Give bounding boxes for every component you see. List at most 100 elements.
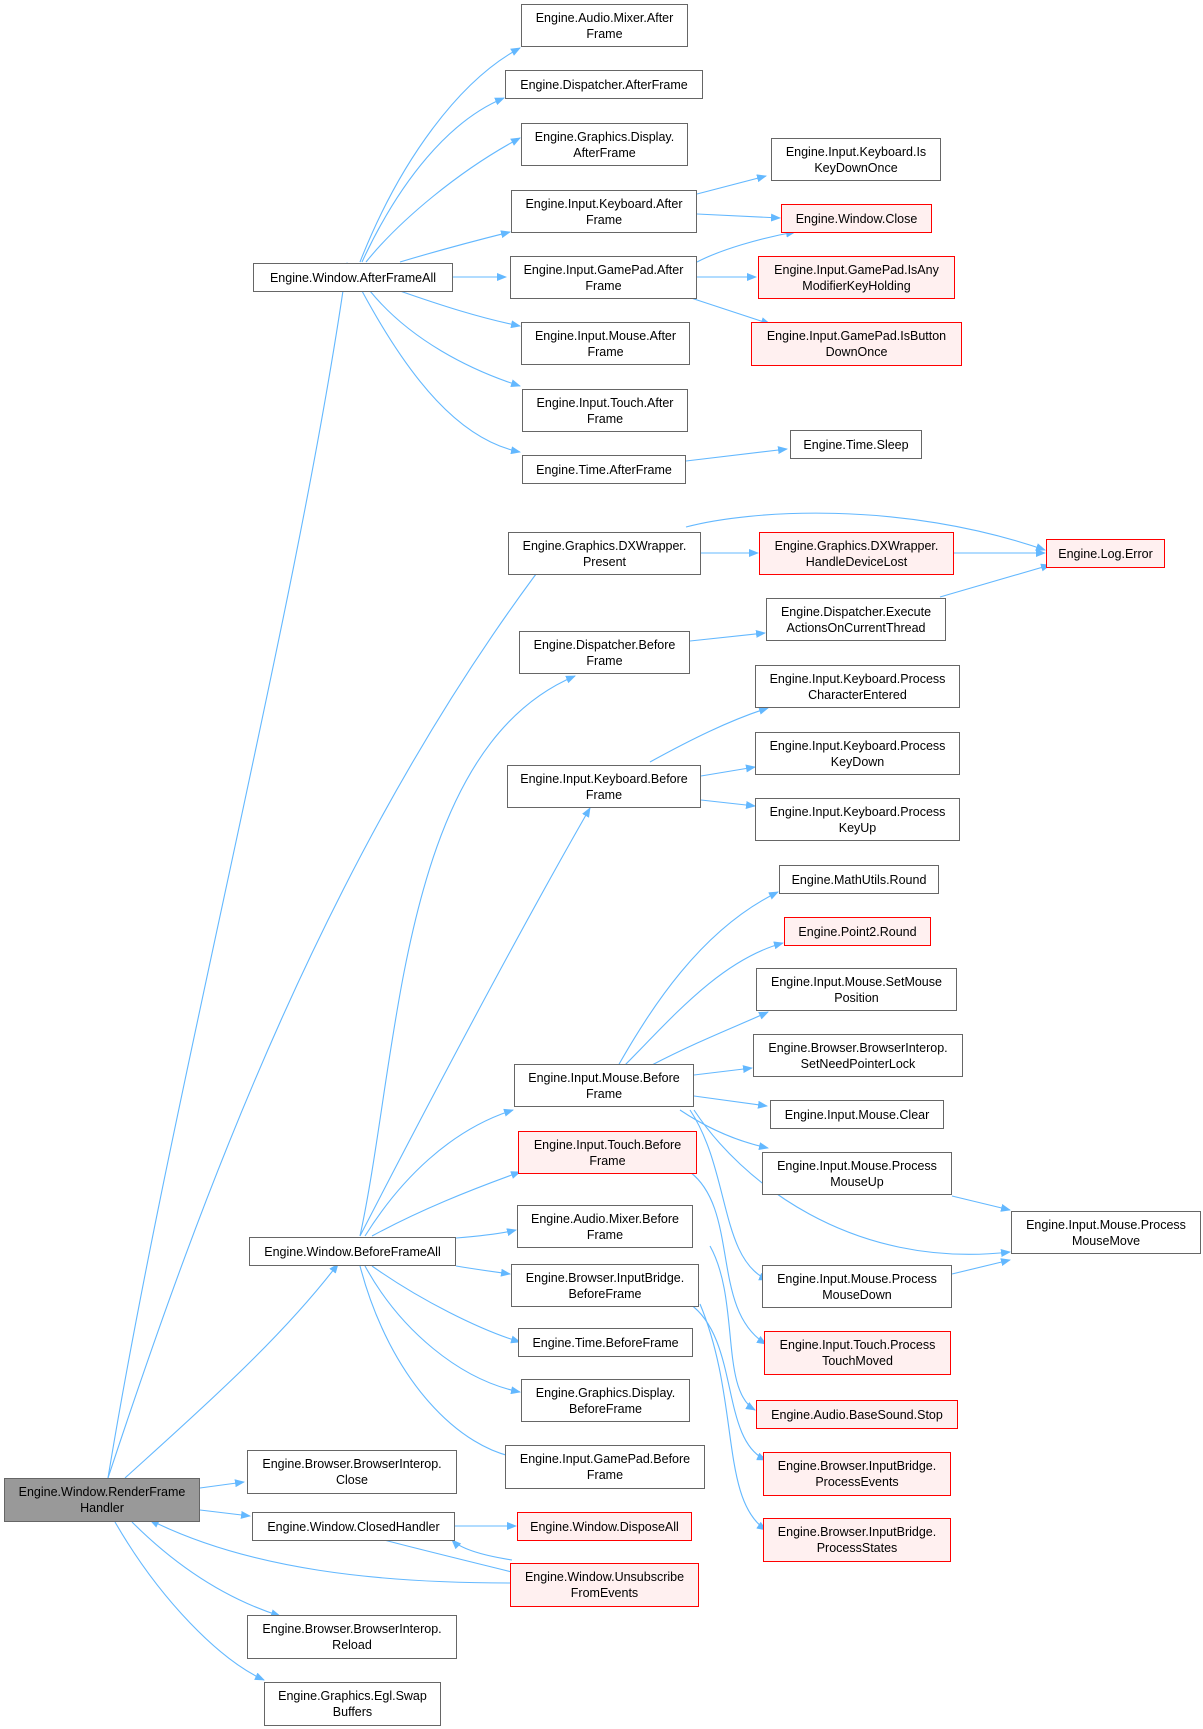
edge-beforeAll-gdBefore [364,1265,521,1395]
node-dispatcher-after-frame[interactable]: Engine.Dispatcher.AfterFrame [505,70,703,99]
edge-afterAll-timeAfter [361,290,521,455]
node-inputbridge-process-events[interactable]: Engine.Browser.InputBridge.ProcessEvents [763,1452,951,1496]
edge-mouseBefore-point2Round [623,941,784,1067]
edge-unsub-closed [451,1539,513,1561]
edge-dxPresent-logError [685,512,1046,551]
node-window-after-frame-all[interactable]: Engine.Window.AfterFrameAll [253,263,453,292]
edge-dispBefore-exec [689,629,766,642]
edge-afterAll-gdAfter [365,137,521,263]
edge-gpAfter-buttonDown [687,296,771,325]
node-basesound-stop[interactable]: Engine.Audio.BaseSound.Stop [756,1400,958,1429]
edge-afterAll-mouseAfter [399,290,521,329]
node-dxwrapper-present[interactable]: Engine.Graphics.DXWrapper.Present [508,532,701,575]
node-window-closed-handler[interactable]: Engine.Window.ClosedHandler [252,1512,455,1541]
edge-beforeAll-timeBefore [371,1265,521,1344]
node-browserinterop-close[interactable]: Engine.Browser.BrowserInterop.Close [247,1450,457,1494]
edge-afterAll-touchAfter [369,290,521,388]
edge-mouseBefore-setPos [649,1011,769,1067]
edge-beforeAll-gpBefore [359,1265,521,1461]
node-time-sleep[interactable]: Engine.Time.Sleep [790,430,922,459]
edge-kbBefore-keyUp [700,799,756,809]
edge-afterAll-mixerAfter [359,47,521,263]
edge-mouseBefore-procUp [679,1109,769,1151]
edge-root-closedHandler [199,1509,251,1519]
edge-beforeAll-ibBefore [455,1265,511,1277]
edge-root-eglSwap [114,1521,265,1681]
node-window-before-frame-all[interactable]: Engine.Window.BeforeFrameAll [249,1237,456,1266]
node-time-before-frame[interactable]: Engine.Time.BeforeFrame [518,1328,693,1357]
edge-ibBefore-procStates [699,1303,767,1531]
edge-mouseBefore-clear [693,1095,768,1109]
edge-closed-unsub [383,1539,521,1576]
node-log-error[interactable]: Engine.Log.Error [1046,539,1165,568]
edge-ibBefore-procEvents [689,1303,767,1461]
edge-gpAfter-winClose [696,229,796,263]
edge-beforeAll-kbBefore [359,807,591,1237]
edge-timeAfter-sleep [685,446,788,462]
node-browserinterop-set-need-pointer-lock[interactable]: Engine.Browser.BrowserInterop.SetNeedPoi… [753,1034,963,1077]
node-inputbridge-process-states[interactable]: Engine.Browser.InputBridge.ProcessStates [763,1518,951,1562]
node-time-after-frame[interactable]: Engine.Time.AfterFrame [522,455,686,484]
edge-root-bbiReload [131,1521,281,1618]
node-window-close[interactable]: Engine.Window.Close [781,204,932,233]
edge-kbAfter-winClose [696,213,781,222]
edge-kbBefore-keyDown [700,764,756,777]
edge-mouseBefore-procDown [689,1109,769,1281]
edge-procDown-procMove [951,1258,1011,1275]
edge-touchBefore-touchMoved [689,1171,767,1345]
edge-mouseBefore-pointerLock [693,1065,753,1076]
node-mathutils-round[interactable]: Engine.MathUtils.Round [779,865,939,894]
edge-afterAll-kbAfter [399,230,511,263]
node-dxwrapper-handle-device-lost[interactable]: Engine.Graphics.DXWrapper.HandleDeviceLo… [759,532,954,575]
edge-beforeAll-mouseBefore [364,1108,514,1237]
edge-root-bbiClose [199,1479,245,1489]
edge-mouseBefore-mathRound [617,891,779,1067]
edge-dispExec-logError [939,563,1051,598]
node-display-after-frame[interactable]: Engine.Graphics.Display.AfterFrame [521,123,688,166]
edge-procUp-procMove [951,1195,1011,1212]
node-display-before-frame[interactable]: Engine.Graphics.Display.BeforeFrame [521,1379,690,1422]
node-inputbridge-before-frame[interactable]: Engine.Browser.InputBridge.BeforeFrame [511,1264,699,1307]
edge-unsub-root [149,1519,511,1584]
node-browserinterop-reload[interactable]: Engine.Browser.BrowserInterop.Reload [247,1615,457,1659]
edge-mixerBefore-soundStop [709,1245,756,1411]
edge-kbBefore-char [649,706,769,763]
edge-beforeAll-dxPresent [359,675,576,1237]
node-window-dispose-all[interactable]: Engine.Window.DisposeAll [517,1512,692,1541]
edge-root-dxPresent [107,544,559,1479]
edge-beforeAll-mixerBefore [455,1228,517,1239]
edge-afterAll-dispAfter [361,97,505,263]
node-point2-round[interactable]: Engine.Point2.Round [784,917,931,946]
node-mouse-clear[interactable]: Engine.Input.Mouse.Clear [770,1100,944,1129]
edge-mouseBefore-procMove [693,1109,1011,1257]
edge-beforeAll-touchBefore [371,1171,521,1237]
